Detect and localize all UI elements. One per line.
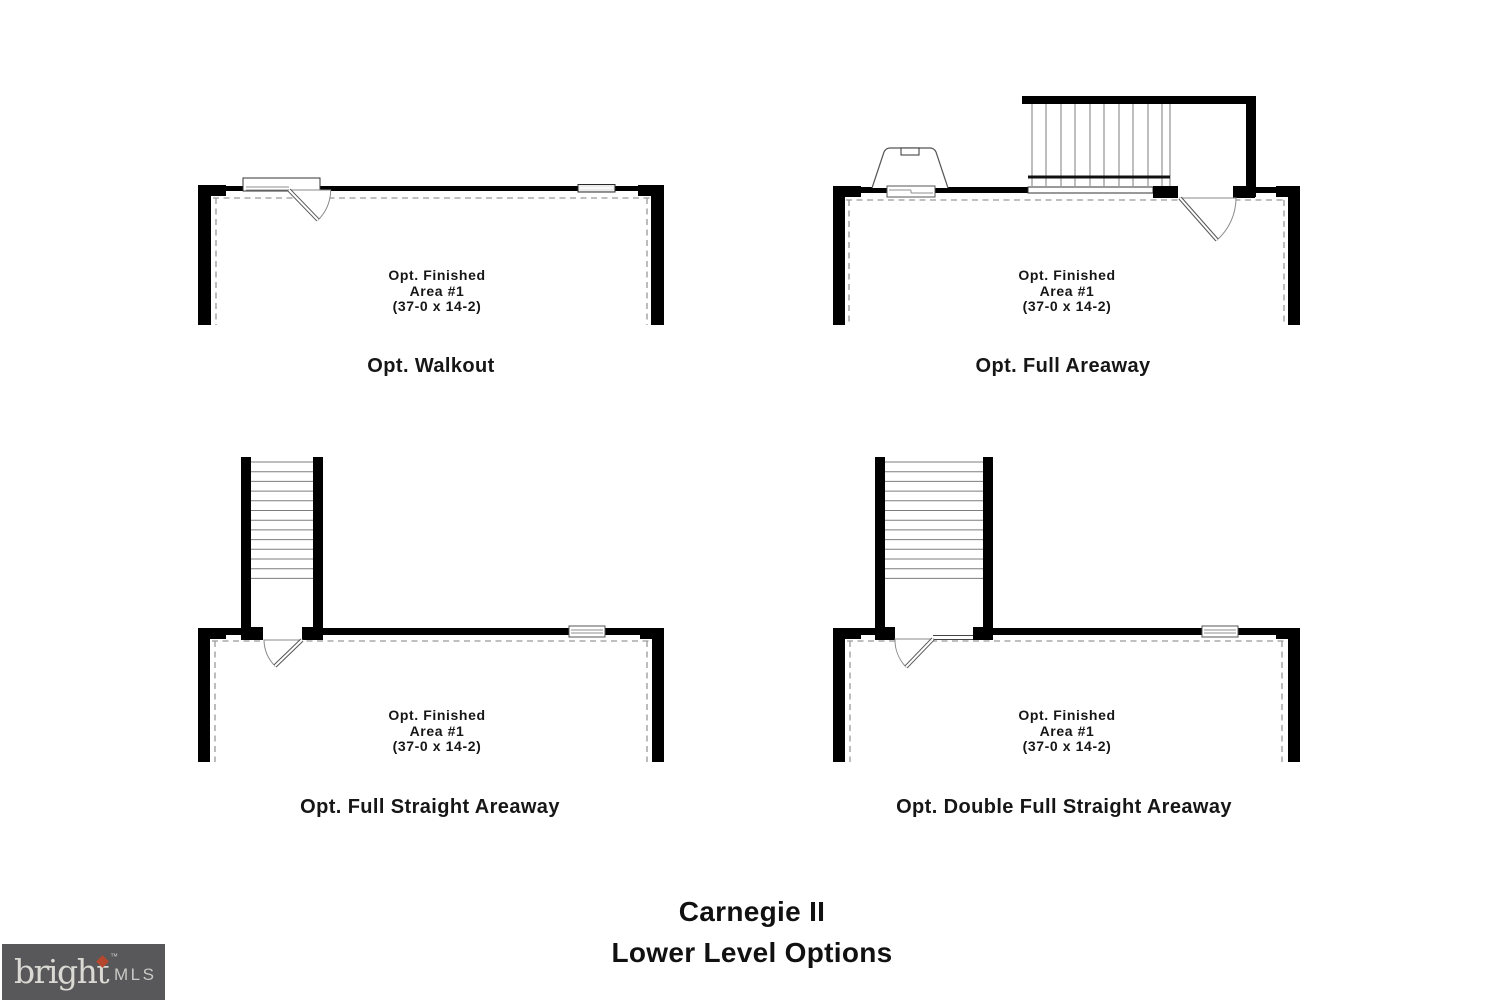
- stairs: [1022, 96, 1256, 197]
- window-well: [871, 147, 949, 189]
- exterior-walls: [833, 186, 1300, 325]
- area-label: Opt. Finished Area #1 (37-0 x 14-2): [1018, 267, 1116, 315]
- window: [886, 185, 936, 198]
- plan-full-straight-areaway-drawing: [198, 457, 664, 762]
- sheet-title-line1: Carnegie II: [678, 896, 826, 927]
- area-label-line1: Opt. Finished: [1018, 267, 1116, 283]
- sheet-title: Carnegie II Lower Level Options: [611, 891, 892, 973]
- logo-trademark: ™: [110, 952, 118, 961]
- stairs: [875, 457, 993, 640]
- areaway-door: [263, 638, 304, 668]
- plan-full-areaway-drawing: [833, 96, 1300, 325]
- area-label-line1: Opt. Finished: [1018, 707, 1116, 723]
- stairs: [241, 457, 323, 640]
- window: [1201, 625, 1239, 638]
- dashed-finish-line: [213, 197, 650, 325]
- brightmls-logo: bright ™ MLS: [2, 944, 165, 1000]
- window: [568, 625, 606, 638]
- areaway-opening: [933, 635, 973, 640]
- exterior-walls: [198, 185, 664, 325]
- entry-door: [1178, 196, 1237, 242]
- plan-walkout-drawing: [198, 177, 664, 325]
- plan-caption: Opt. Walkout: [367, 355, 495, 377]
- brightmls-logo-suffix: MLS: [114, 965, 157, 984]
- plan-double-full-straight-areaway-drawing: [833, 457, 1300, 762]
- area-label-line3: (37-0 x 14-2): [392, 298, 482, 314]
- area-label: Opt. Finished Area #1 (37-0 x 14-2): [1018, 707, 1116, 755]
- area-label: Opt. Finished Area #1 (37-0 x 14-2): [388, 267, 486, 315]
- area-label-line3: (37-0 x 14-2): [1022, 298, 1112, 314]
- dashed-finish-line: [212, 640, 650, 762]
- area-label-line3: (37-0 x 14-2): [1022, 738, 1112, 754]
- area-label-line2: Area #1: [409, 722, 465, 739]
- exterior-walls: [198, 627, 664, 762]
- area-label: Opt. Finished Area #1 (37-0 x 14-2): [388, 707, 486, 755]
- area-label-line2: Area #1: [1039, 722, 1095, 739]
- entry-door: [242, 177, 332, 222]
- sheet-title-line2: Lower Level Options: [611, 937, 893, 968]
- areaway-door: [894, 637, 935, 669]
- plan-caption: Opt. Double Full Straight Areaway: [896, 796, 1232, 818]
- exterior-walls: [833, 627, 1300, 762]
- window: [577, 184, 616, 193]
- area-label-line2: Area #1: [1039, 282, 1095, 299]
- area-label-line1: Opt. Finished: [388, 267, 486, 283]
- dashed-finish-line: [846, 199, 1287, 325]
- dashed-finish-line: [847, 640, 1285, 762]
- plan-caption: Opt. Full Areaway: [975, 355, 1151, 377]
- area-label-line2: Area #1: [409, 282, 465, 299]
- plan-caption: Opt. Full Straight Areaway: [300, 796, 560, 818]
- brightmls-logo-brand: bright: [14, 952, 110, 991]
- area-label-line1: Opt. Finished: [388, 707, 486, 723]
- area-label-line3: (37-0 x 14-2): [392, 738, 482, 754]
